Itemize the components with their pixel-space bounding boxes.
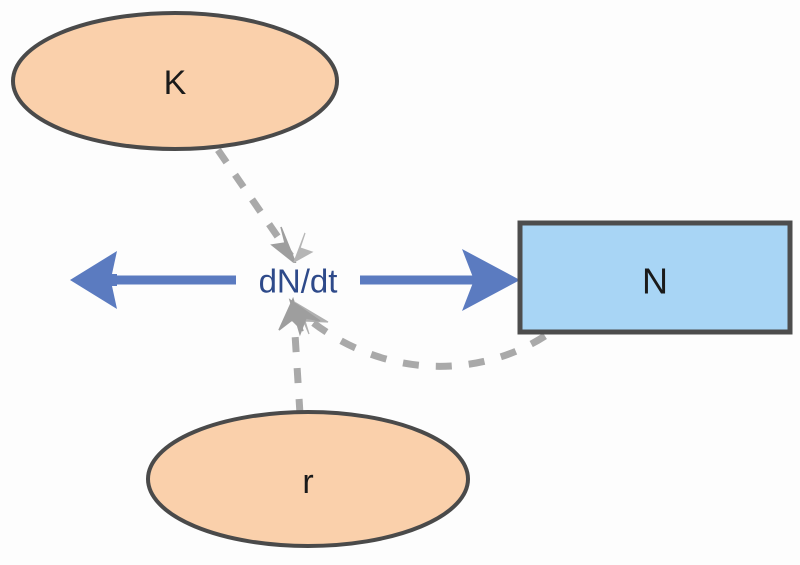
variable-r-ellipse xyxy=(146,410,470,548)
variable-k-ellipse xyxy=(11,11,339,151)
flow-arrowhead-right xyxy=(462,249,520,311)
connector-k-line xyxy=(215,148,294,258)
variable-r-label: r xyxy=(302,463,313,501)
stock-n-label: N xyxy=(642,261,668,302)
variable-node-r[interactable]: r xyxy=(146,410,470,548)
connector-k-arrowhead-fin xyxy=(292,232,314,264)
connector-n-line xyxy=(297,309,547,370)
flow-arrowhead-left xyxy=(70,251,117,309)
connector-n-to-dndt[interactable] xyxy=(288,298,547,370)
flow-label-dndt: dN/dt xyxy=(259,263,338,300)
variable-k-label: K xyxy=(164,64,187,102)
stock-n-rect xyxy=(517,220,793,335)
connector-k-to-dndt[interactable] xyxy=(215,148,314,267)
connector-k-arrowhead xyxy=(270,226,298,267)
flow-arrow-dndt[interactable]: dN/dt xyxy=(70,249,520,311)
connector-n-arrowhead xyxy=(288,298,321,337)
variable-node-k[interactable]: K xyxy=(11,11,339,151)
stock-node-n[interactable]: N xyxy=(517,220,793,335)
flow-label-backdrop xyxy=(236,263,360,297)
